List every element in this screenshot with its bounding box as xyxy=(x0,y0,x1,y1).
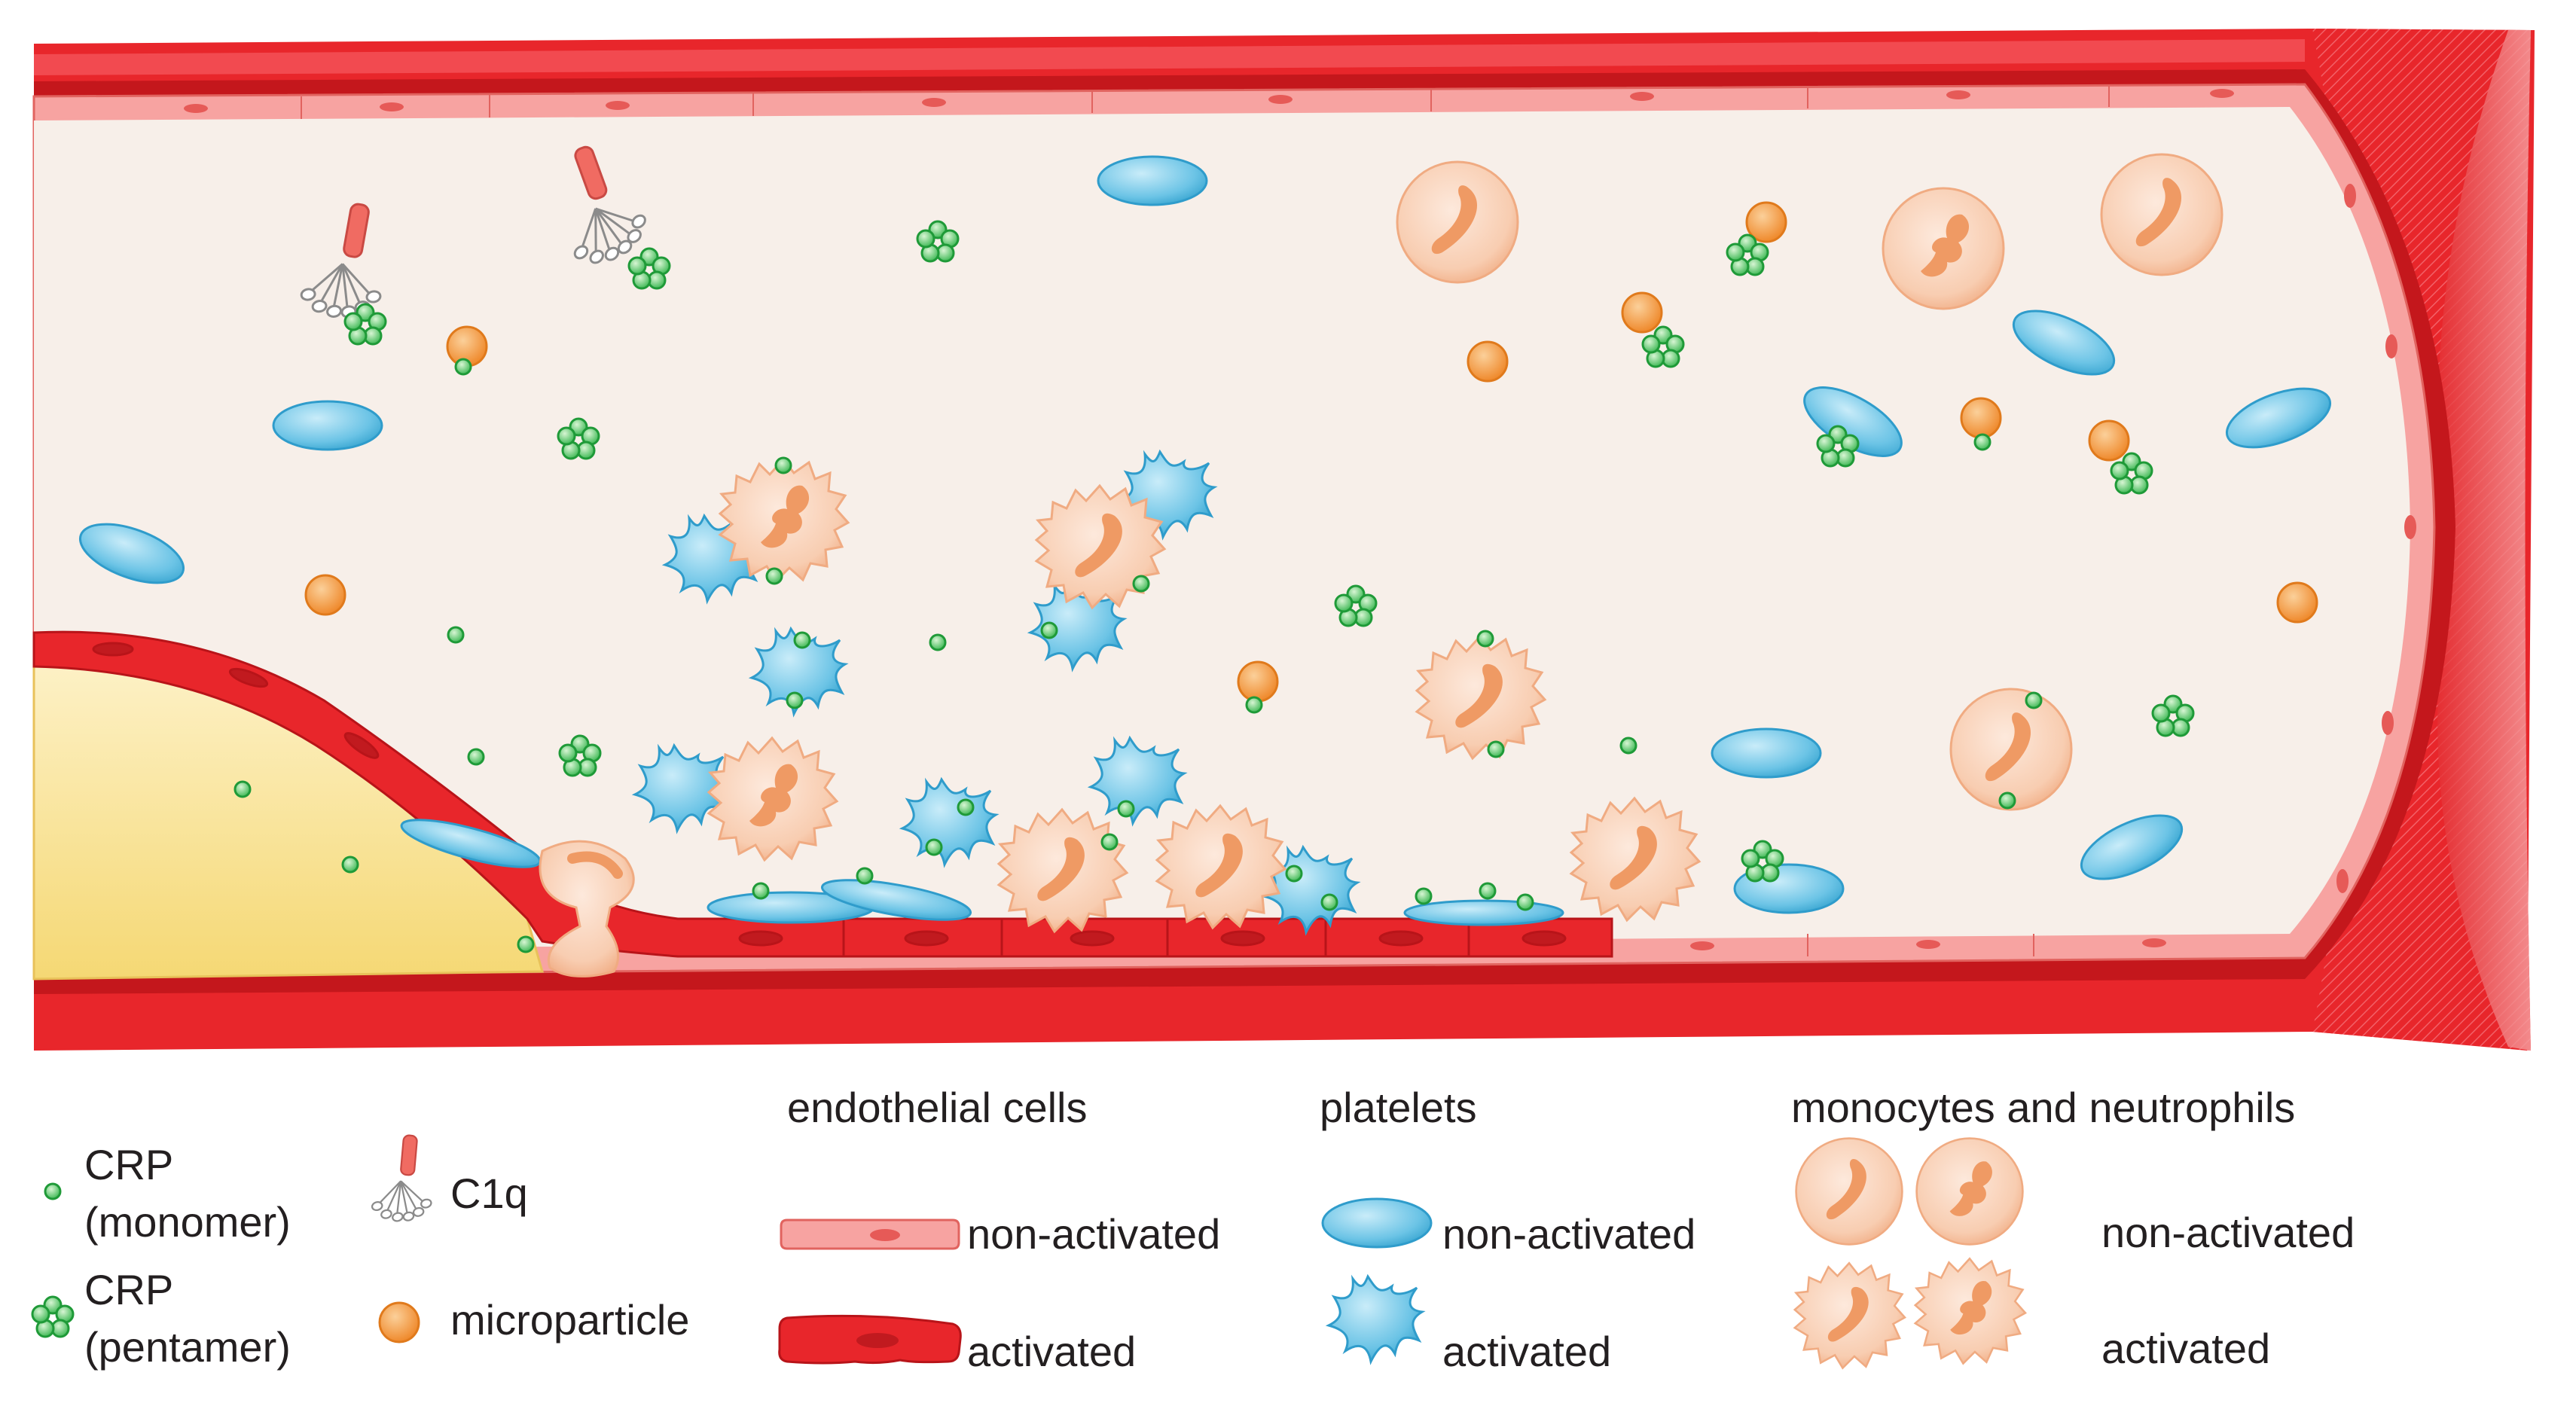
leukocyte xyxy=(1882,187,2005,310)
platelet xyxy=(1097,155,1208,206)
leukocytes-non-activated-label: non-activated xyxy=(2101,1209,2355,1256)
crp-pentamer-icon xyxy=(31,1295,75,1338)
microparticle-label: microparticle xyxy=(450,1296,689,1344)
c1q-label: C1q xyxy=(450,1170,528,1217)
endothelial-cells-title: endothelial cells xyxy=(787,1084,1087,1131)
microparticle xyxy=(1237,660,1279,703)
vessel-lumen xyxy=(34,107,2410,950)
leukocytes-activated-label: activated xyxy=(2101,1325,2270,1372)
leukocyte xyxy=(2100,153,2223,276)
crp-monomer-icon xyxy=(44,1182,62,1200)
leukocyte xyxy=(1949,688,2073,811)
crp-monomer-sublabel: (monomer) xyxy=(84,1198,291,1246)
platelets-activated-label: activated xyxy=(1442,1328,1611,1375)
platelet xyxy=(1711,727,1822,779)
endothelial-non-activated-label: non-activated xyxy=(967,1210,1220,1258)
platelets-non-activated-label: non-activated xyxy=(1442,1210,1695,1258)
lumen-contents xyxy=(71,139,2339,978)
leukocyte-icon xyxy=(1915,1137,2024,1246)
activated-platelet-icon xyxy=(1327,1275,1424,1363)
microparticle xyxy=(304,574,346,616)
microparticle xyxy=(1621,291,1663,334)
platelet xyxy=(272,400,383,451)
leukocyte xyxy=(1396,160,1519,284)
platelet-icon xyxy=(1321,1197,1433,1249)
microparticle xyxy=(2276,581,2318,624)
endothelial-cell-icon xyxy=(780,1218,960,1250)
activated-endothelial-cell-icon xyxy=(778,1314,962,1365)
platelets-title: platelets xyxy=(1320,1084,1477,1131)
crp-pentamer-label: CRP xyxy=(84,1266,173,1313)
microparticle-icon xyxy=(378,1301,420,1344)
leukocytes-title: monocytes and neutrophils xyxy=(1791,1084,2295,1131)
crp-monomer-label: CRP xyxy=(84,1141,173,1188)
activated-leukocyte-icon xyxy=(1793,1261,1906,1369)
c1q-icon xyxy=(355,1130,439,1230)
crp-pentamer-sublabel: (pentamer) xyxy=(84,1323,291,1371)
legend: CRP (monomer) C1q CRP (pentamer) micropa… xyxy=(31,1084,2355,1375)
microparticle xyxy=(2088,419,2130,462)
activated-leukocyte-icon xyxy=(1914,1257,2027,1365)
microparticle xyxy=(1960,397,2002,439)
transmigrating-leukocyte xyxy=(539,840,635,978)
microparticle xyxy=(1467,340,1509,383)
leukocyte-icon xyxy=(1795,1137,1903,1246)
endothelial-activated-label: activated xyxy=(967,1328,1136,1375)
